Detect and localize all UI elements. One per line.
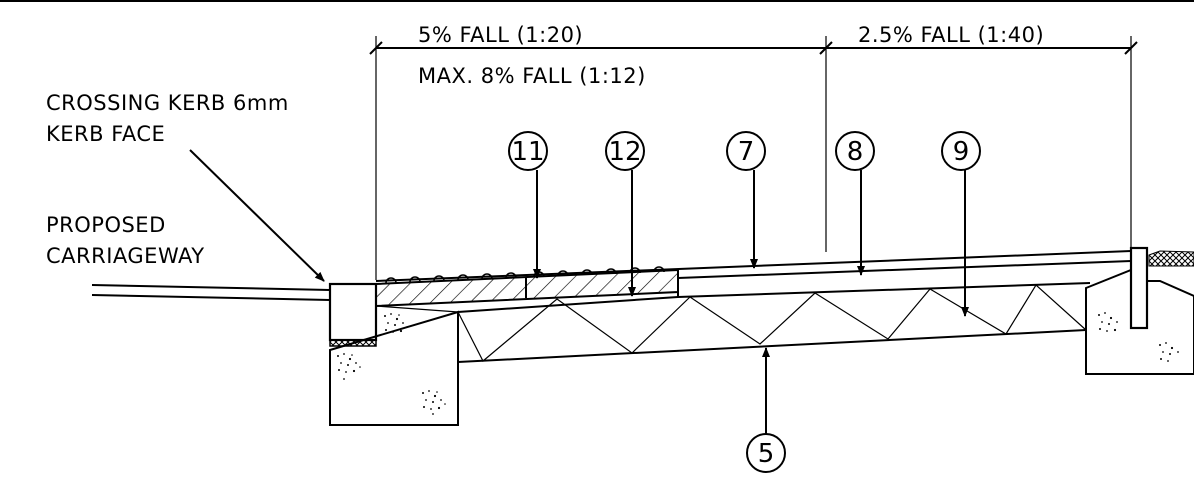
crossing-kerb (328, 282, 378, 342)
sub-base-layer (457, 284, 1087, 363)
carriageway-surface (91, 284, 331, 301)
callout-5-text: 5 (758, 439, 775, 469)
carriageway-label-line1: PROPOSED (46, 213, 166, 237)
callout-7: 7 (726, 131, 766, 269)
topsoil-verge (1148, 250, 1194, 267)
carriageway-label-line2: CARRIAGEWAY (46, 244, 205, 268)
callout-12: 12 (605, 131, 645, 297)
callout-8-text: 8 (847, 137, 864, 167)
callout-11: 11 (508, 131, 548, 279)
callout-7-text: 7 (738, 137, 755, 167)
concrete-speckle (337, 312, 1179, 415)
callout-8: 8 (835, 131, 875, 276)
kerb-leader-arrow (189, 149, 325, 282)
fall-dimension-max-label: MAX. 8% FALL (1:12) (418, 64, 646, 88)
callout-11-text: 11 (511, 137, 544, 167)
callout-9: 9 (941, 131, 981, 317)
edging-kerb (1129, 246, 1149, 330)
fall-dimension-label-2: 2.5% FALL (1:40) (858, 23, 1044, 47)
fall-dimension-label-1: 5% FALL (1:20) (418, 23, 583, 47)
kerb-label-line2: KERB FACE (46, 122, 165, 146)
callout-9-text: 9 (953, 137, 970, 167)
kerb-label-line1: CROSSING KERB 6mm (46, 91, 289, 115)
callout-12-text: 12 (608, 137, 641, 167)
callout-5: 5 (746, 347, 786, 473)
tactile-paving-layer (375, 268, 679, 313)
edging-foundation (1085, 268, 1194, 375)
dimension-lines (369, 36, 1138, 280)
